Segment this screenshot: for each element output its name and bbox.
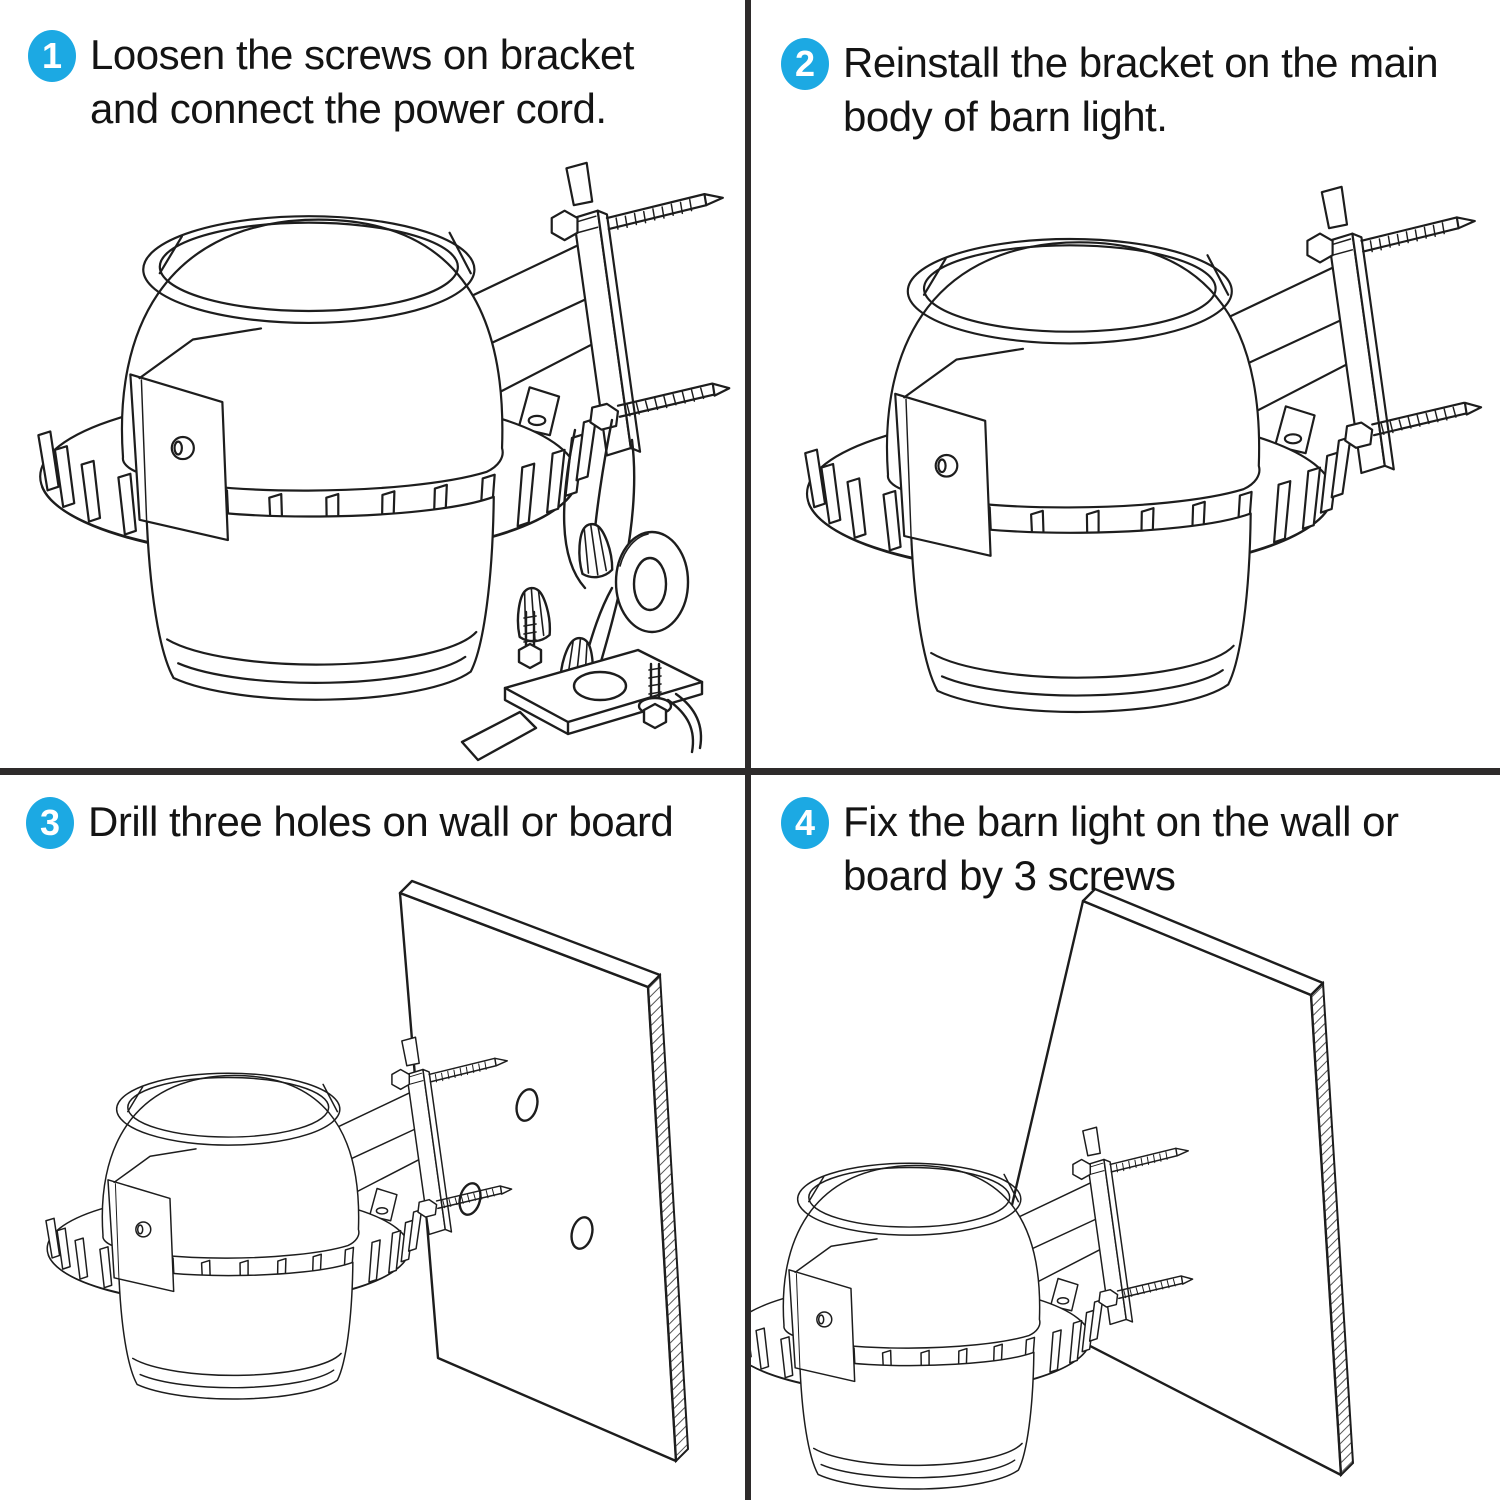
step-4-header: 4 Fix the barn light on the wall or boar… (781, 795, 1399, 903)
step-1-text: Loosen the screws on bracket and connect… (90, 28, 634, 136)
step-2-number-badge: 2 (781, 38, 829, 90)
step-1-panel: 1 Loosen the screws on bracket and conne… (0, 0, 745, 768)
step-2-panel: 2 Reinstall the bracket on the main body… (751, 0, 1500, 768)
step-1-line-2: and connect the power cord. (90, 85, 607, 132)
mounting-board-with-holes (398, 879, 690, 1464)
step-2-header: 2 Reinstall the bracket on the main body… (781, 36, 1439, 144)
step-4-number-badge: 4 (781, 797, 829, 849)
step-2-line-2: body of barn light. (843, 93, 1168, 140)
step-1-number-badge: 1 (28, 30, 76, 82)
barn-light-fixed-on-board-illustration (751, 887, 1355, 1490)
step-3-number-badge: 3 (26, 797, 74, 849)
step-1-header: 1 Loosen the screws on bracket and conne… (28, 28, 634, 136)
step-2-text: Reinstall the bracket on the main body o… (843, 36, 1439, 144)
vertical-divider (745, 0, 751, 1500)
step-2-line-1: Reinstall the bracket on the main (843, 39, 1439, 86)
drilled-hole (515, 1088, 539, 1122)
barn-light-wiring-illustration (37, 161, 731, 762)
drilled-hole (570, 1216, 594, 1250)
step-3-header: 3 Drill three holes on wall or board (26, 795, 674, 849)
step-3-line-1: Drill three holes on wall or board (88, 798, 674, 845)
barn-light-step-1 (37, 161, 731, 701)
step-3-text: Drill three holes on wall or board (88, 795, 674, 849)
step-1-line-1: Loosen the screws on bracket (90, 31, 634, 78)
step-4-line-2: board by 3 screws (843, 852, 1176, 899)
horizontal-divider (0, 768, 1500, 775)
step-4-text: Fix the barn light on the wall or board … (843, 795, 1399, 903)
drill-holes-on-board-illustration (45, 879, 690, 1464)
mounting-board (989, 887, 1355, 1478)
drilled-hole (458, 1182, 482, 1216)
step-4-panel: 4 Fix the barn light on the wall or boar… (751, 775, 1500, 1500)
barn-light-step-2 (804, 185, 1483, 714)
step-3-panel: 3 Drill three holes on wall or board (0, 775, 745, 1500)
step-4-line-1: Fix the barn light on the wall or (843, 798, 1399, 845)
mounting-foot-plate (460, 530, 704, 762)
wire-nut (573, 520, 615, 581)
